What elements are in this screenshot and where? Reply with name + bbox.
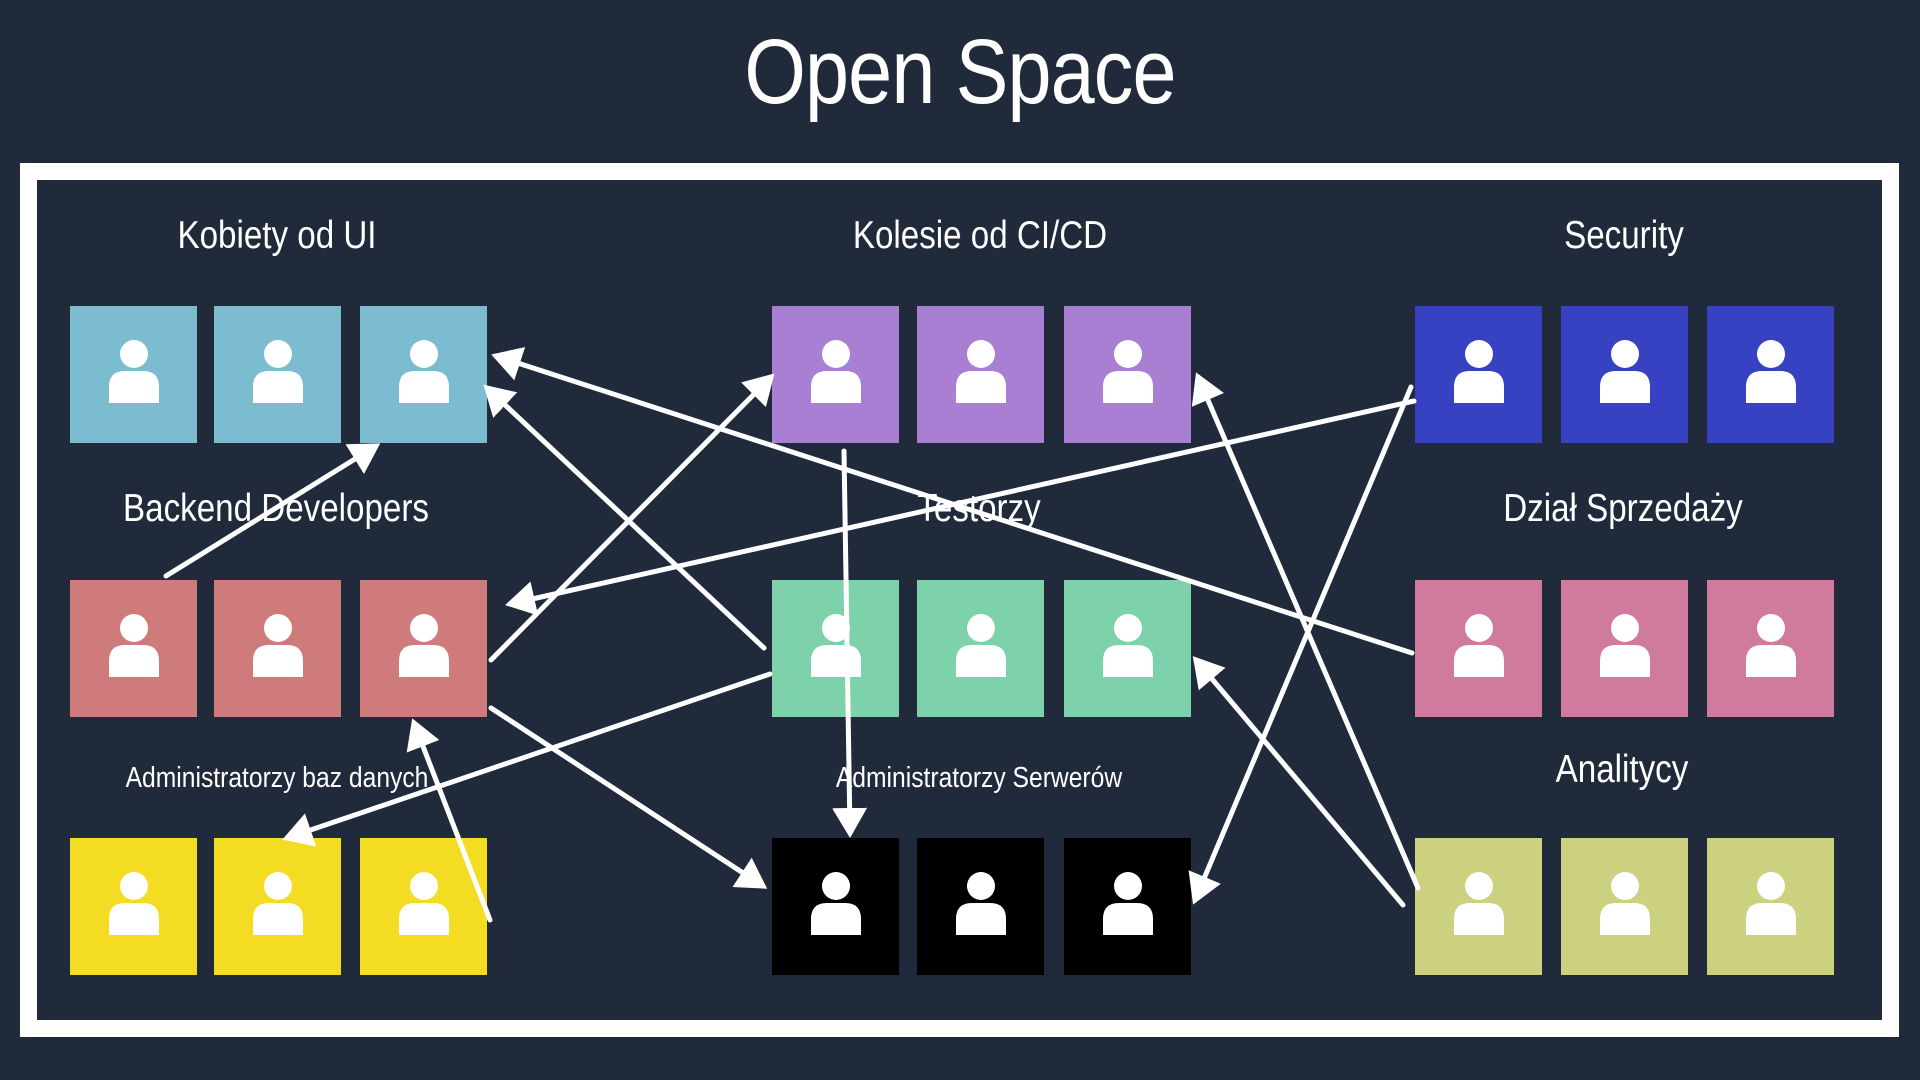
tile-analysts-3 — [1707, 838, 1834, 975]
tile-testers-3 — [1064, 580, 1191, 717]
person-icon — [1099, 611, 1157, 686]
person-icon — [1742, 337, 1800, 412]
tile-backend-1 — [70, 580, 197, 717]
tile-dba-2 — [214, 838, 341, 975]
person-icon — [1450, 337, 1508, 412]
person-icon — [952, 611, 1010, 686]
tile-analysts-2 — [1561, 838, 1688, 975]
tile-sales-3 — [1707, 580, 1834, 717]
person-icon — [1596, 337, 1654, 412]
tile-backend-3 — [360, 580, 487, 717]
tile-analysts-1 — [1415, 838, 1542, 975]
group-label-dba: Administratorzy baz danych — [125, 762, 429, 794]
tile-ui-1 — [70, 306, 197, 443]
page-title: Open Space — [744, 21, 1176, 123]
tile-cicd-2 — [917, 306, 1044, 443]
person-icon — [1450, 611, 1508, 686]
tile-sysadmins-3 — [1064, 838, 1191, 975]
tile-ui-2 — [214, 306, 341, 443]
person-icon — [1596, 869, 1654, 944]
group-label-testers: Testorzy — [917, 487, 1041, 530]
group-label-security: Security — [1564, 214, 1684, 257]
person-icon — [807, 337, 865, 412]
person-icon — [395, 869, 453, 944]
person-icon — [952, 869, 1010, 944]
tile-dba-1 — [70, 838, 197, 975]
person-icon — [105, 869, 163, 944]
person-icon — [952, 337, 1010, 412]
group-label-backend: Backend Developers — [123, 487, 429, 530]
group-label-analysts: Analitycy — [1555, 748, 1689, 791]
tile-cicd-1 — [772, 306, 899, 443]
tile-sales-1 — [1415, 580, 1542, 717]
group-label-cicd: Kolesie od CI/CD — [852, 214, 1108, 257]
group-label-sales: Dział Sprzedaży — [1503, 487, 1743, 530]
tile-backend-2 — [214, 580, 341, 717]
person-icon — [807, 611, 865, 686]
group-label-sysadmins: Administratorzy Serwerów — [835, 762, 1123, 794]
group-label-ui: Kobiety od UI — [177, 214, 377, 257]
tile-testers-2 — [917, 580, 1044, 717]
person-icon — [105, 611, 163, 686]
tile-sysadmins-2 — [917, 838, 1044, 975]
person-icon — [1099, 337, 1157, 412]
person-icon — [105, 337, 163, 412]
person-icon — [1099, 869, 1157, 944]
tile-sysadmins-1 — [772, 838, 899, 975]
person-icon — [1742, 611, 1800, 686]
person-icon — [1450, 869, 1508, 944]
person-icon — [807, 869, 865, 944]
person-icon — [249, 869, 307, 944]
tile-security-3 — [1707, 306, 1834, 443]
tile-security-1 — [1415, 306, 1542, 443]
tile-sales-2 — [1561, 580, 1688, 717]
tile-cicd-3 — [1064, 306, 1191, 443]
tile-dba-3 — [360, 838, 487, 975]
person-icon — [395, 611, 453, 686]
tile-testers-1 — [772, 580, 899, 717]
tile-security-2 — [1561, 306, 1688, 443]
tile-ui-3 — [360, 306, 487, 443]
person-icon — [249, 337, 307, 412]
person-icon — [395, 337, 453, 412]
open-space-frame — [20, 163, 1899, 1037]
person-icon — [249, 611, 307, 686]
person-icon — [1596, 611, 1654, 686]
person-icon — [1742, 869, 1800, 944]
